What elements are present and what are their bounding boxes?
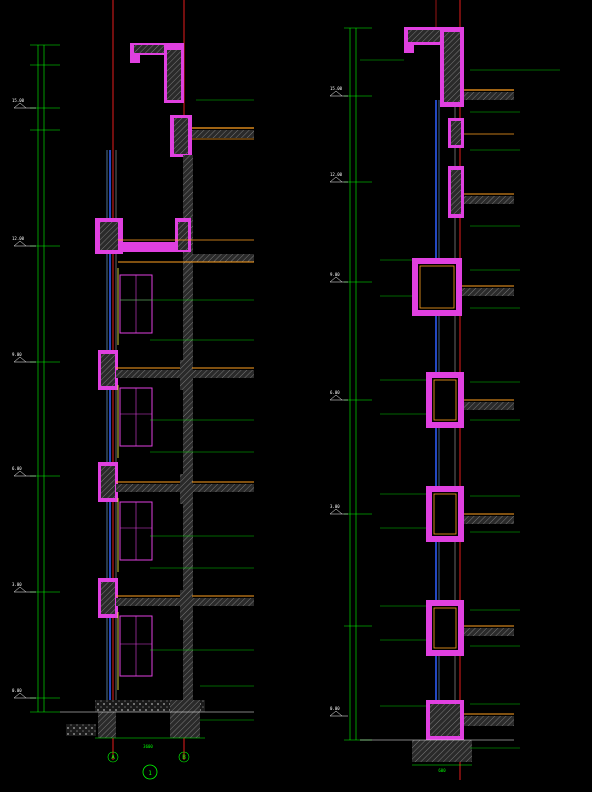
left-wall-section: 15.00 12.00 9.00 6.00 3.00 0.00: [12, 0, 254, 780]
left-level-marker: 9.00: [12, 352, 36, 363]
right-bottom-dimension: 600: [438, 768, 446, 773]
left-level-label: 0.00: [12, 688, 22, 693]
window-frame: [119, 387, 153, 447]
right-floor-node: [412, 258, 514, 316]
left-level-marker: 6.00: [12, 466, 36, 477]
left-level-marker: 0.00: [12, 688, 36, 699]
right-floor-node: [426, 486, 514, 542]
right-level-label: 12.00: [330, 172, 343, 177]
right-level-marker: 0.00: [329, 706, 348, 717]
left-dimension-chain: [30, 44, 60, 713]
right-level-marker: 3.00: [329, 504, 348, 515]
left-level-marker: 12.00: [12, 236, 36, 247]
floor-slab: [98, 578, 254, 620]
right-level-marker: 6.00: [329, 390, 348, 401]
left-level-marker: 3.00: [12, 582, 36, 593]
annotation-leaders: [120, 99, 254, 721]
right-parapet: [404, 27, 514, 107]
right-level-label: 3.00: [330, 504, 340, 509]
right-level-marker: 9.00: [329, 272, 348, 283]
right-level-label: 9.00: [330, 272, 340, 277]
right-level-label: 0.00: [330, 706, 340, 711]
ground-slab: [60, 700, 254, 739]
right-level-marker: 12.00: [329, 172, 348, 183]
roof-parapet: [130, 43, 184, 103]
floor-slab: [98, 350, 254, 390]
left-level-marker: 15.00: [12, 98, 36, 109]
bottom-dimension: 3600: [143, 744, 153, 749]
axis-bubble-a: A: [107, 751, 119, 763]
left-inner-column: [183, 155, 193, 700]
left-level-label: 15.00: [12, 98, 25, 103]
detail-number: 1: [148, 770, 152, 777]
axis-label-a: A: [111, 754, 115, 761]
right-dimension-chain: [344, 27, 372, 741]
right-wall-section: 15.00 12.00 9.00 6.00 3.00 0.00: [329, 0, 560, 780]
left-level-label: 3.00: [12, 582, 22, 587]
detail-number-bubble: 1: [142, 764, 158, 780]
window-frame: [119, 274, 153, 334]
left-level-label: 6.00: [12, 466, 22, 471]
window-frame: [119, 501, 153, 561]
right-level-marker: 15.00: [329, 86, 348, 97]
axis-bubble-b: B: [178, 751, 190, 763]
left-level-label: 12.00: [12, 236, 25, 241]
right-floor-node: [448, 166, 514, 218]
axis-label-b: B: [182, 754, 186, 761]
right-level-label: 6.00: [330, 390, 340, 395]
left-level-label: 9.00: [12, 352, 22, 357]
right-annotation-leaders: [360, 59, 560, 749]
right-floor-node: [426, 372, 514, 428]
right-level-label: 15.00: [330, 86, 343, 91]
right-floor-node: [426, 600, 514, 656]
floor-slab: [98, 462, 254, 504]
right-floor-node: [448, 118, 514, 148]
roof-slab: [170, 115, 254, 157]
right-base: [360, 700, 514, 766]
floor-slab: [95, 218, 254, 263]
window-frame: [119, 615, 153, 677]
